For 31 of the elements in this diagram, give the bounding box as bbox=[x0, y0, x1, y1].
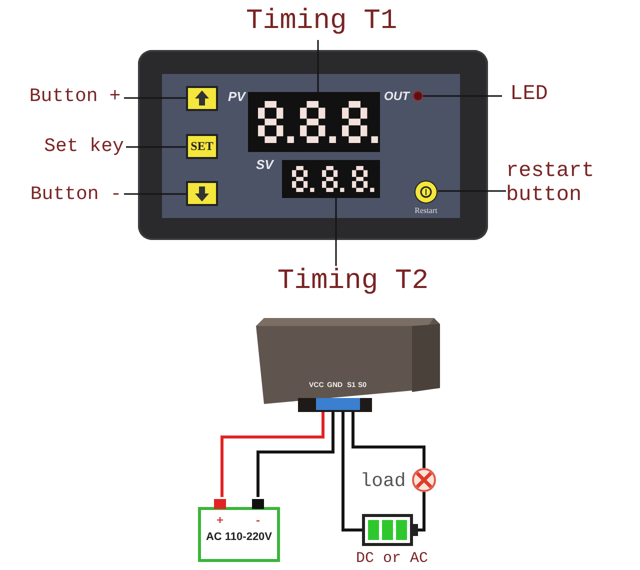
display-label: SV bbox=[256, 158, 274, 171]
leader-line bbox=[124, 97, 186, 99]
leader-line bbox=[438, 190, 506, 192]
caption-text: Restart bbox=[414, 206, 438, 215]
leader-line bbox=[335, 198, 337, 266]
power-supply-box bbox=[198, 497, 280, 562]
callout-label: restart button bbox=[506, 160, 610, 218]
callout-label: Set key bbox=[42, 136, 126, 160]
leader-line bbox=[124, 193, 186, 195]
wire bbox=[352, 412, 426, 468]
wire bbox=[418, 492, 426, 532]
set-button: SET bbox=[186, 134, 218, 159]
wire bbox=[342, 412, 362, 532]
polarity-sign: + bbox=[215, 513, 224, 527]
leader-line bbox=[126, 146, 186, 148]
wire bbox=[256, 412, 334, 497]
display-label: PV bbox=[228, 90, 246, 103]
callout-label: Button - bbox=[28, 184, 124, 208]
caption-text: load bbox=[359, 470, 407, 492]
timer-panel bbox=[138, 50, 488, 240]
caption-text: DC or AC bbox=[354, 550, 429, 567]
polarity-sign: - bbox=[255, 513, 261, 527]
callout-label: LED bbox=[502, 83, 556, 109]
wire bbox=[220, 412, 324, 497]
leader-line bbox=[423, 95, 502, 97]
voltage-label: AC 110-220V bbox=[204, 531, 274, 543]
indicator-label: OUT bbox=[384, 90, 410, 102]
leader-line bbox=[317, 40, 319, 92]
callout-label: Timing T2 bbox=[268, 266, 438, 300]
callout-label: Timing T1 bbox=[246, 6, 396, 40]
callout-label: Button + bbox=[26, 86, 124, 110]
